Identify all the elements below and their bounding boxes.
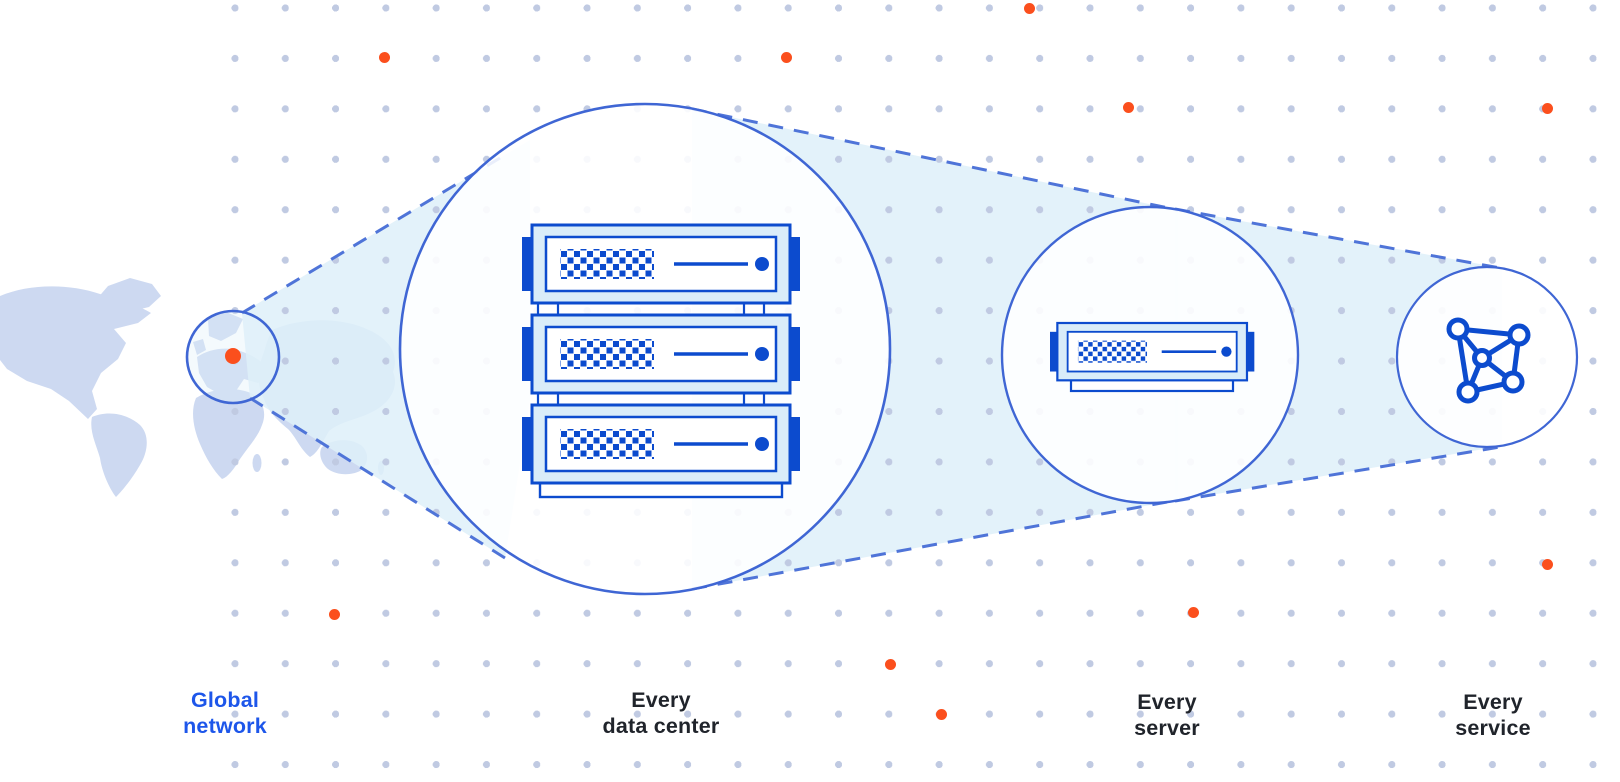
server-unit: [520, 313, 802, 395]
dashed-line-datacenter-top: [691, 107, 1179, 212]
accent-dot: [1541, 102, 1553, 114]
label-every-data-center: Every data center: [541, 687, 781, 739]
accent-dot: [328, 608, 340, 620]
accent-dot: [1122, 101, 1134, 113]
mesh-node: [1446, 317, 1470, 341]
label-line: Every: [631, 688, 691, 712]
label-line: network: [183, 714, 267, 738]
dashed-line-server-top: [1174, 207, 1501, 270]
accent-dot: [378, 51, 390, 63]
mesh-center-node: [1472, 348, 1492, 368]
mesh-node: [1456, 380, 1480, 404]
accent-dot: [1187, 606, 1199, 618]
accent-dot: [1023, 2, 1035, 14]
label-every-service: Every service: [1373, 689, 1613, 741]
server-rack-icon: [520, 223, 802, 499]
label-line: Every: [1463, 690, 1523, 714]
network-mesh-icon: [1446, 317, 1531, 404]
mesh-node: [1507, 323, 1531, 347]
label-every-server: Every server: [1047, 689, 1287, 741]
server-unit: [520, 403, 802, 485]
server-unit: [520, 223, 802, 305]
label-line: Global: [190, 688, 260, 712]
label-global-network: Global network: [105, 687, 345, 739]
label-line: data center: [602, 714, 720, 738]
location-pin-dot: [225, 348, 241, 364]
rack-base: [538, 481, 784, 499]
label-line: server: [1134, 716, 1200, 740]
dashed-line-datacenter-bottom: [691, 498, 1179, 591]
accent-dot: [884, 658, 896, 670]
label-line: Every: [1137, 690, 1197, 714]
accent-dot: [1541, 558, 1553, 570]
server-unit: [1048, 321, 1256, 382]
dashed-zoom-lines: [241, 107, 1501, 591]
dashed-line-server-bottom: [1174, 445, 1501, 503]
accent-dot: [780, 51, 792, 63]
accent-dot: [935, 708, 947, 720]
label-line: service: [1455, 716, 1531, 740]
mesh-node: [1501, 370, 1525, 394]
single-server-icon: [1048, 321, 1256, 393]
